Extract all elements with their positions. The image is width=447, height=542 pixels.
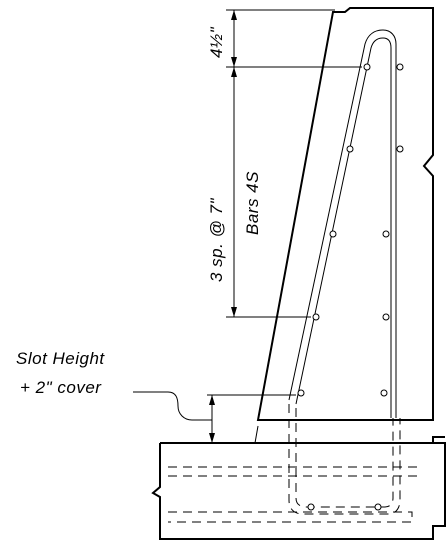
barrier-outline	[256, 7, 434, 421]
deck-bar	[307, 503, 315, 511]
long-bar	[382, 230, 390, 238]
callout-leader	[133, 391, 212, 421]
long-bar	[329, 230, 337, 238]
bars-label: Bars 4S	[243, 171, 262, 235]
deck-slab-outline	[151, 436, 446, 540]
deck-bar	[374, 503, 382, 511]
dim-arrow	[209, 433, 215, 443]
long-bar	[346, 145, 354, 153]
long-bar	[312, 313, 320, 321]
callout-line2: + 2" cover	[20, 378, 102, 397]
top-spacing-label: 4½"	[207, 26, 226, 58]
slot-break-mark	[254, 425, 259, 444]
stirrup-legs-in-deck-inner	[295, 408, 394, 508]
long-bar	[396, 145, 404, 153]
dim-arrow	[231, 57, 237, 67]
spacing-label: 3 sp. @ 7"	[207, 197, 226, 282]
dim-arrow	[231, 67, 237, 77]
long-bar	[363, 63, 371, 71]
deck-bottom-bar	[168, 511, 413, 523]
stirrup-inner-loop	[288, 29, 397, 418]
stirrup-outer-loop	[295, 37, 392, 418]
long-bar	[396, 63, 404, 71]
dim-arrow	[231, 10, 237, 20]
long-bar	[297, 389, 305, 397]
long-bar	[380, 389, 388, 397]
callout-line1: Slot Height	[16, 349, 105, 368]
dim-arrow	[231, 307, 237, 317]
long-bar	[382, 313, 390, 321]
dim-arrow	[209, 395, 215, 405]
